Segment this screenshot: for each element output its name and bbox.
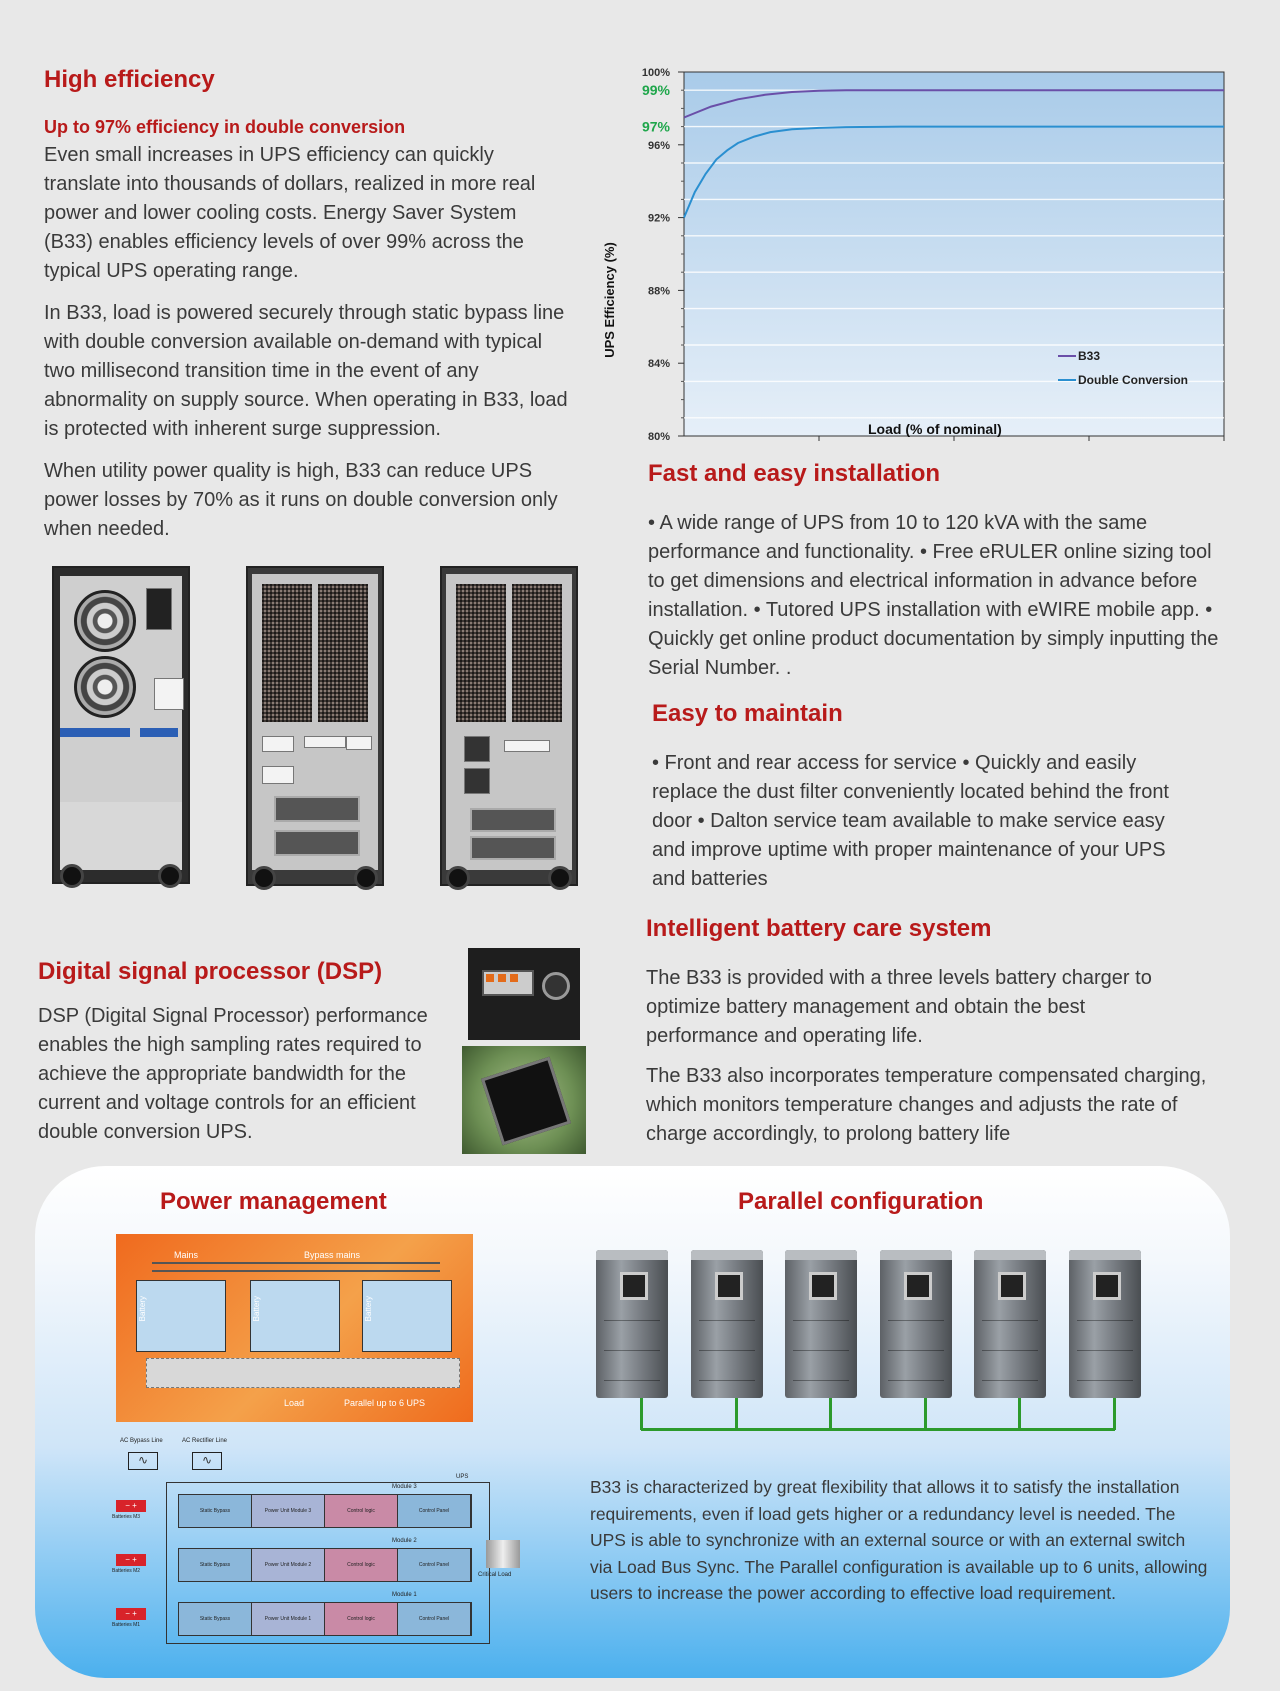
ups-rear-view-1 xyxy=(52,566,190,888)
ups-tower-icon xyxy=(974,1250,1046,1398)
high-efficiency-subtitle: Up to 97% efficiency in double conversio… xyxy=(44,117,406,137)
ac-source-icon: ∿ xyxy=(192,1452,222,1470)
battery-label-1: Battery xyxy=(138,1296,147,1322)
maintain-title: Easy to maintain xyxy=(652,700,843,727)
parallel-up-label: Parallel up to 6 UPS xyxy=(344,1398,426,1408)
ac-source-icon: ∿ xyxy=(128,1452,158,1470)
chart-y-label: UPS Efficiency (%) xyxy=(602,242,617,358)
battery-module-label: Batteries M1 xyxy=(112,1622,141,1628)
high-efficiency-p1: Even small increases in UPS efficiency c… xyxy=(44,144,536,282)
module-cell: Control Panel xyxy=(398,1603,471,1635)
module-cell: Static Bypass xyxy=(179,1549,252,1581)
tower-connection-line xyxy=(734,1398,738,1430)
critical-load-label: Critical Load xyxy=(478,1572,512,1578)
mains-label: Mains xyxy=(174,1250,199,1260)
tower-connection-line xyxy=(829,1398,832,1430)
dsp-chip-photo xyxy=(462,1046,586,1154)
module-cell: Control logic xyxy=(325,1495,398,1527)
y-tick-label: 92% xyxy=(648,213,670,225)
installation-text: • A wide range of UPS from 10 to 120 kVA… xyxy=(648,512,1219,679)
series-line-1 xyxy=(683,89,1224,119)
series-line-2 xyxy=(683,125,1224,218)
battery-p1: The B33 is provided with a three levels … xyxy=(646,967,1152,1047)
bypass-mains-label: Bypass mains xyxy=(304,1250,361,1260)
battery-p2: The B33 also incorporates temperature co… xyxy=(646,1065,1207,1145)
power-management-title: Power management xyxy=(160,1188,387,1215)
dsp-title: Digital signal processor (DSP) xyxy=(38,958,383,985)
battery-label-3: Battery xyxy=(364,1296,373,1322)
y-highlight-label: 97% xyxy=(642,119,671,135)
high-efficiency-p2: In B33, load is powered securely through… xyxy=(44,302,568,440)
load-label: Load xyxy=(284,1398,305,1408)
ac-rectifier-line-label: AC Rectifier Line xyxy=(182,1438,228,1444)
ups-tower-icon xyxy=(1068,1250,1141,1398)
tower-connection-line xyxy=(1018,1398,1021,1430)
y-tick-label: 84% xyxy=(648,358,670,370)
battery-icon: − + xyxy=(116,1608,146,1620)
high-efficiency-title: High efficiency xyxy=(44,66,215,93)
tower-connection-line xyxy=(1112,1398,1116,1430)
y-tick-label: 100% xyxy=(642,67,670,79)
battery-title: Intelligent battery care system xyxy=(646,915,992,942)
y-tick-label: 88% xyxy=(648,285,670,297)
terminal-block-photo xyxy=(468,948,580,1040)
critical-load-icon xyxy=(486,1540,520,1568)
dsp-text: DSP (Digital Signal Processor) performan… xyxy=(38,1005,428,1143)
battery-icon: − + xyxy=(116,1554,146,1566)
battery-icon: − + xyxy=(116,1500,146,1512)
module-cell: Power Unit Module 2 xyxy=(252,1549,325,1581)
chart-plot-area xyxy=(683,71,1225,437)
y-tick-label: 96% xyxy=(648,140,670,152)
ups-rear-view-3 xyxy=(440,566,578,890)
installation-title: Fast and easy installation xyxy=(648,460,941,487)
module-cell: Control logic xyxy=(325,1549,398,1581)
legend-label: B33 xyxy=(1078,349,1100,363)
chip-icon xyxy=(480,1056,572,1146)
tower-connection-line xyxy=(640,1398,643,1430)
legend-label: Double Conversion xyxy=(1078,373,1188,387)
ups-tower-icon xyxy=(690,1250,763,1398)
maintain-text: • Front and rear access for service • Qu… xyxy=(652,752,1169,890)
module-label: Module 3 xyxy=(392,1484,417,1490)
module-cell: Static Bypass xyxy=(179,1495,252,1527)
module-label: Module 1 xyxy=(392,1592,417,1598)
ac-bypass-line-label: AC Bypass Line xyxy=(120,1438,163,1444)
chart-x-label: Load (% of nominal) xyxy=(868,421,1002,437)
parallel-configuration-title: Parallel configuration xyxy=(738,1188,984,1215)
module-label: Module 2 xyxy=(392,1538,417,1544)
battery-module-label: Batteries M2 xyxy=(112,1568,141,1574)
ups-tower-icon xyxy=(785,1250,857,1398)
efficiency-chart: 80%84%88%92%96%100%99%97% 25%50%75%100% … xyxy=(602,67,1225,443)
battery-module-label: Batteries M3 xyxy=(112,1514,141,1520)
high-efficiency-p3: When utility power quality is high, B33 … xyxy=(44,460,558,540)
fan-icon xyxy=(74,656,136,718)
module-cell: Static Bypass xyxy=(179,1603,252,1635)
parallel-bus-line xyxy=(641,1428,1115,1431)
module-cell: Control logic xyxy=(325,1603,398,1635)
module-cell: Control Panel xyxy=(398,1549,471,1581)
parallel-ups-diagram: Mains Bypass mains Battery Battery Batte… xyxy=(116,1234,473,1422)
fan-icon xyxy=(74,590,136,652)
y-highlight-label: 99% xyxy=(642,82,671,98)
ups-label: UPS xyxy=(456,1474,469,1480)
battery-label-2: Battery xyxy=(252,1296,261,1322)
module-cell: Power Unit Module 3 xyxy=(252,1495,325,1527)
ups-tower-icon xyxy=(879,1250,952,1398)
ups-block-diagram: AC Bypass Line AC Rectifier Line ∿ ∿ UPS… xyxy=(112,1436,536,1646)
ups-tower-icon xyxy=(596,1250,668,1398)
module-cell: Power Unit Module 1 xyxy=(252,1603,325,1635)
parallel-text: B33 is characterized by great flexibilit… xyxy=(590,1477,1208,1603)
ups-rear-view-2 xyxy=(246,566,384,890)
y-tick-label: 80% xyxy=(648,431,670,443)
tower-connection-line xyxy=(923,1398,927,1430)
module-cell: Control Panel xyxy=(398,1495,471,1527)
